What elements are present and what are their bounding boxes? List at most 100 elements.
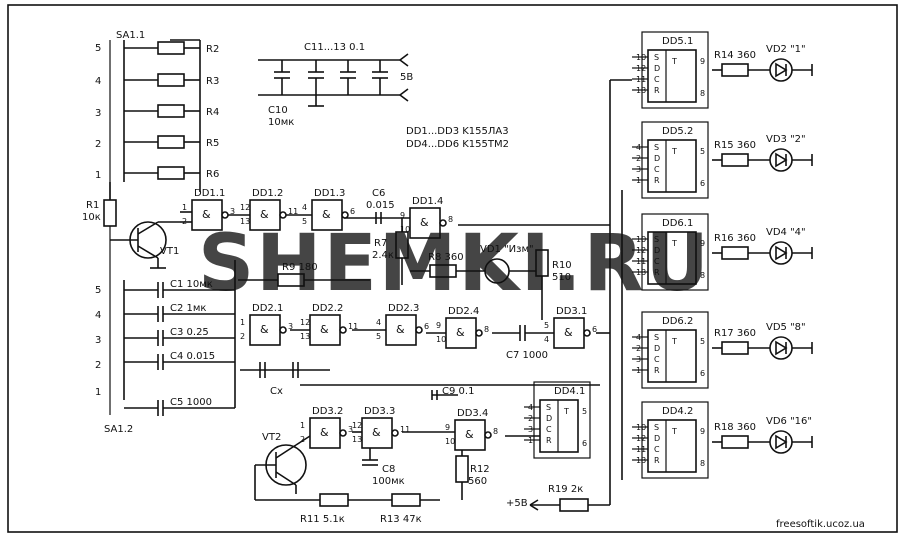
pin-in-b: 2 [182, 217, 187, 226]
and-symbol: & [260, 208, 269, 221]
output-resistor: R16 360 [714, 233, 756, 244]
pin-in-a: 4 [376, 318, 381, 327]
ff-q-pin: 9 [700, 427, 705, 436]
pin-in-a: 9 [436, 321, 441, 330]
sa11-pos-1: 1 [95, 170, 101, 181]
ff-input-r: R [654, 366, 660, 375]
pin-in-b: 4 [544, 335, 549, 344]
ff-t: T [671, 337, 677, 346]
ff-input-d: D [654, 154, 660, 163]
ff-input-s: S [654, 53, 659, 62]
ff-input-s: S [654, 333, 659, 342]
ff-input-d: D [654, 344, 660, 353]
watermark: SHEMKI.RU [198, 219, 711, 309]
output-resistor: R15 360 [714, 140, 756, 151]
pin-out: 11 [288, 207, 298, 216]
power-capacitors: C11...13 0.1 C10 10мк 5В DD1...DD3 K155Л… [258, 42, 509, 150]
res-r4: R4 [206, 107, 219, 118]
sa12-pos-2: 2 [95, 360, 101, 371]
r13-label: R13 47к [380, 514, 422, 525]
c10-label: C10 [268, 105, 288, 116]
output-resistor: R14 360 [714, 50, 756, 61]
sa12-pos-1: 1 [95, 387, 101, 398]
pin-out: 8 [484, 325, 489, 334]
v5-label: 5В [400, 72, 413, 83]
ff-input-c: C [546, 425, 552, 434]
ff-nq-pin: 6 [700, 179, 705, 188]
gate-ref: DD1.2 [252, 188, 283, 199]
gate-ref: DD2.4 [448, 306, 479, 317]
res-r5: R5 [206, 138, 219, 149]
and-symbol: & [420, 216, 429, 229]
r19-label: R19 2к [548, 484, 583, 495]
pin-out: 3 [288, 322, 293, 331]
gate-ref: DD2.2 [312, 303, 343, 314]
sa11-pos-4: 4 [95, 76, 101, 87]
sa11-pos-5: 5 [95, 43, 101, 54]
ff-q-pin: 9 [700, 57, 705, 66]
pin-in-a: 1 [300, 421, 305, 430]
ff-input-d: D [546, 414, 552, 423]
pin-in-a: 12 [352, 421, 362, 430]
cap-c4: C4 0.015 [170, 351, 215, 362]
ff-q-pin: 5 [582, 407, 587, 416]
pin-in-b: 13 [300, 332, 310, 341]
vd1-label: VD1 "Изм" [480, 244, 534, 255]
pin-in-a: 1 [182, 203, 187, 212]
ff-q-pin: 9 [700, 239, 705, 248]
vt1-label: VT1 [160, 246, 179, 257]
pin-out: 8 [448, 215, 453, 224]
cap-c3: C3 0.25 [170, 327, 209, 338]
vt2-stage: VT2 [254, 432, 311, 500]
and-symbol: & [320, 426, 329, 439]
ff-input-r: R [654, 176, 660, 185]
ff-input-r: R [654, 86, 660, 95]
r10-label: R10 [552, 260, 572, 271]
c11-13-label: C11...13 0.1 [304, 42, 365, 53]
ff-ref: DD4.1 [554, 386, 585, 397]
r1-value: 10к [82, 212, 101, 223]
switch-sa1-2: 5 4 3 2 1 C1 10мк C2 1мк C3 0.25 C4 0.01… [95, 260, 236, 435]
ff-input-c: C [654, 75, 660, 84]
ff-input-d: D [654, 434, 660, 443]
frame-border [7, 4, 898, 533]
c10-value: 10мк [268, 117, 294, 128]
r10-value: 510 [552, 272, 571, 283]
plus5v-label: +5В [506, 498, 528, 509]
r12-value: 560 [468, 476, 487, 487]
pin-in-b: 2 [240, 332, 245, 341]
gate-ref: DD3.4 [457, 408, 488, 419]
note-dd4-dd6: DD4...DD6 K155TM2 [406, 139, 509, 150]
ff-input-r: R [654, 268, 660, 277]
pin-out: 11 [400, 425, 410, 434]
ff-input-s: S [546, 403, 551, 412]
res-r3: R3 [206, 76, 219, 87]
output-led: VD2 "1" [766, 44, 806, 55]
gate-ref: DD3.2 [312, 406, 343, 417]
ff-t: T [671, 147, 677, 156]
r12-label: R12 [470, 464, 490, 475]
c8-label: C8 [382, 464, 395, 475]
cap-c5: C5 1000 [170, 397, 212, 408]
ff-input-s: S [654, 423, 659, 432]
and-symbol: & [456, 326, 465, 339]
ff-q-pin: 5 [700, 147, 705, 156]
sa11-pos-3: 3 [95, 108, 101, 119]
pin-in-b: 5 [302, 217, 307, 226]
pin-in-b: 13 [240, 217, 250, 226]
gate-ref: DD3.3 [364, 406, 395, 417]
ff-input-c: C [654, 355, 660, 364]
output-resistor: R17 360 [714, 328, 756, 339]
and-symbol: & [372, 426, 381, 439]
ff-ref: DD6.2 [662, 316, 693, 327]
sa11-label: SA1.1 [116, 30, 145, 41]
credit-text: freesoftik.ucoz.ua [776, 519, 865, 530]
c6-label: C6 [372, 188, 385, 199]
